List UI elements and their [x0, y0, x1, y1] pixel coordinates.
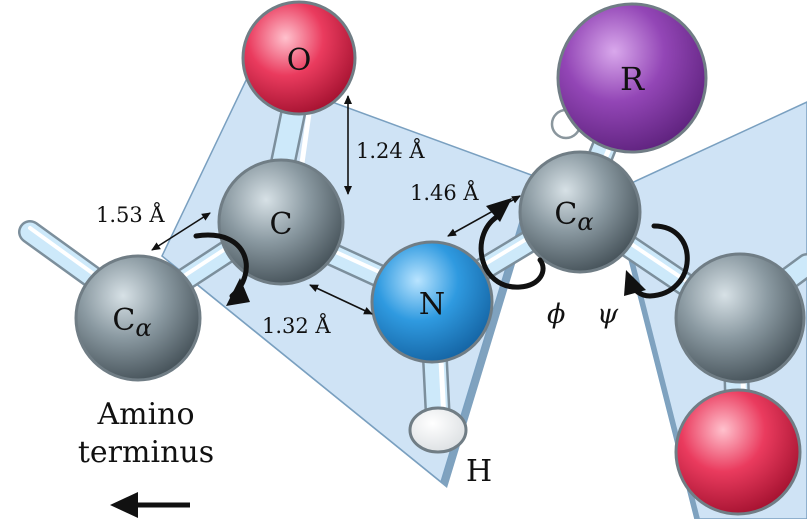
- carbonyl-carbon-label: C: [270, 207, 293, 242]
- ca-left-label: Cα: [112, 303, 151, 342]
- oxygen-atom: O: [241, 0, 357, 116]
- carbon-next-atom: [674, 252, 806, 384]
- arrow-c-n-length: [309, 284, 373, 315]
- arrow-ca-c-length: [151, 212, 211, 251]
- carbonyl-carbon-atom: C: [217, 158, 345, 286]
- hydrogen-label: H: [466, 454, 492, 489]
- bond-length-n-ca: 1.46 Å: [410, 180, 479, 205]
- rotation-arrows: [193, 198, 690, 306]
- oxygen-next-atom: [674, 388, 802, 516]
- phi-label: ϕ: [547, 299, 565, 330]
- bond-length-ca-c: 1.53 Å: [96, 202, 165, 227]
- nitrogen-atom: N: [370, 240, 494, 364]
- ca-right-label: Cα: [554, 197, 593, 236]
- carbon-alpha-left-atom: Cα: [74, 254, 202, 382]
- r-group-atom: R: [556, 2, 708, 154]
- nitrogen-label: N: [419, 287, 445, 322]
- bond-length-c-n: 1.32 Å: [262, 313, 331, 338]
- direction-arrow-left: [110, 492, 190, 518]
- bond-length-arrows: [151, 95, 521, 315]
- rotation-arrow-phi: [478, 212, 546, 290]
- hydrogen-amide-atom: [408, 406, 468, 454]
- psi-label: ψ: [597, 299, 619, 330]
- terminus-label-line1: Amino: [96, 397, 194, 432]
- terminus-label-line2: terminus: [78, 435, 214, 470]
- bond-length-c-o: 1.24 Å: [356, 138, 425, 163]
- r-group-label: R: [620, 60, 645, 98]
- carbon-alpha-right-atom: Cα: [518, 150, 642, 274]
- labels: 1.24 Å 1.53 Å 1.46 Å 1.32 Å ϕ ψ H Amino …: [78, 138, 619, 489]
- oxygen-label: O: [287, 43, 312, 78]
